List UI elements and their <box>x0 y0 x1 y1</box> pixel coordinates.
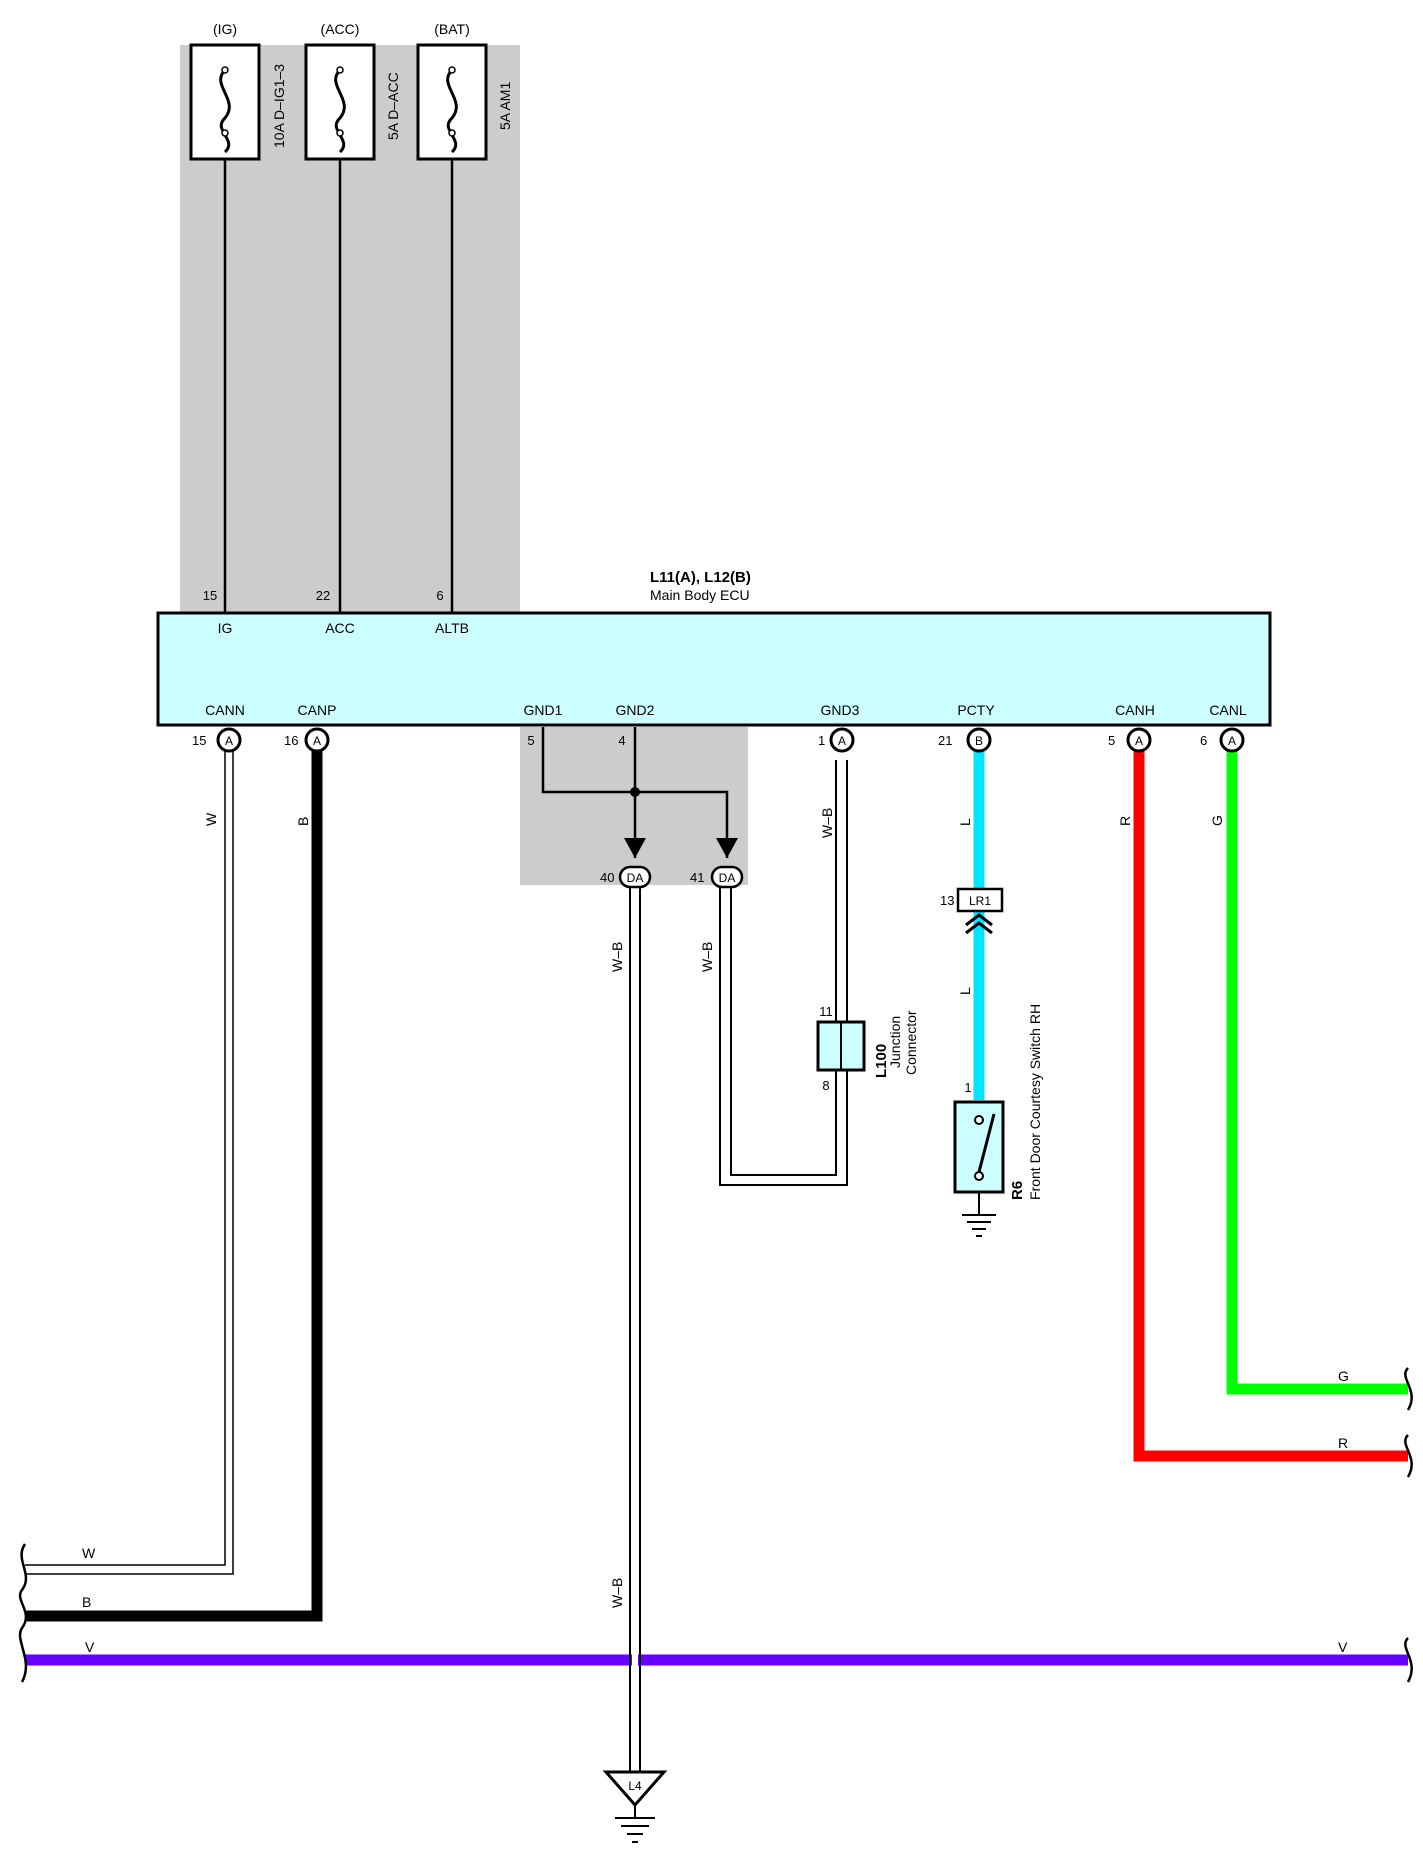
wire-label-w: W <box>82 1545 96 1561</box>
canp-wire <box>25 745 323 1622</box>
ecu-id-label: L11(A), L12(B) <box>650 569 751 586</box>
terminal-pcty: PCTY <box>957 702 995 718</box>
wire-color-label: W–B <box>609 942 625 972</box>
junction-connector-l100: 11 8 L100 Junction Connector <box>816 1004 919 1093</box>
wire-color-label: B <box>295 817 311 826</box>
svg-text:A: A <box>225 734 233 748</box>
svg-text:40: 40 <box>600 870 614 885</box>
terminal-gnd3: GND3 <box>821 702 860 718</box>
svg-text:Connector: Connector <box>903 1010 919 1075</box>
pin-number-acc: 22 <box>316 588 330 603</box>
pin-number-altb: 6 <box>436 588 443 603</box>
terminal-acc: ACC <box>325 620 355 636</box>
svg-text:21: 21 <box>938 733 952 748</box>
svg-text:11: 11 <box>819 1004 833 1019</box>
fuse-rating-label: 10A D–IG1–3 <box>271 64 287 148</box>
svg-text:41: 41 <box>690 870 704 885</box>
pin-number-gnd2: 4 <box>618 733 625 748</box>
wire-label-v-left: V <box>85 1639 95 1655</box>
continuation-marks <box>18 1367 1413 1683</box>
terminal-cann: CANN <box>205 702 245 718</box>
svg-text:8: 8 <box>822 1078 829 1093</box>
canh-wire <box>1133 745 1408 1462</box>
wire-label-b: B <box>82 1594 91 1610</box>
fuse-rating-label: 5A AM1 <box>497 82 513 130</box>
svg-text:15: 15 <box>192 733 206 748</box>
main-body-ecu-box <box>156 611 1272 727</box>
pin-connector-canh: 5 A <box>1108 727 1152 753</box>
ground-l4: L4 <box>602 1770 668 1843</box>
ecu-name-label: Main Body ECU <box>650 587 750 603</box>
terminal-canh: CANH <box>1115 702 1155 718</box>
pin-connector-canp: 16 A <box>284 727 330 753</box>
svg-text:LR1: LR1 <box>969 894 991 908</box>
wire-color-label: L <box>957 987 973 995</box>
svg-text:Front Door Courtesy Switch RH: Front Door Courtesy Switch RH <box>1027 1004 1043 1200</box>
pin-connector-pcty: 21 B <box>938 727 992 753</box>
svg-text:L4: L4 <box>628 1779 642 1793</box>
svg-text:A: A <box>313 734 321 748</box>
pin-number-ig: 15 <box>203 588 217 603</box>
svg-text:1: 1 <box>818 733 825 748</box>
terminal-altb: ALTB <box>435 620 469 636</box>
wire-color-label: G <box>1209 815 1225 826</box>
fuse-icon <box>334 68 346 154</box>
svg-text:1: 1 <box>964 1080 971 1095</box>
fuse-acc: (ACC) 5A D–ACC <box>304 21 401 161</box>
wire-label-r: R <box>1338 1435 1348 1451</box>
terminal-ig: IG <box>218 620 233 636</box>
svg-text:A: A <box>1228 734 1236 748</box>
fuse-source-label: (ACC) <box>321 21 360 37</box>
pin-connector-canl: 6 A <box>1200 727 1245 753</box>
fuse-icon <box>446 68 458 154</box>
wire-color-label: W–B <box>819 808 835 838</box>
svg-text:L100: L100 <box>873 1044 890 1078</box>
cann-wire <box>25 750 226 1566</box>
terminal-canp: CANP <box>298 702 337 718</box>
switch-r6: 1 R6 Front Door Courtesy Switch RH <box>953 1004 1043 1237</box>
svg-text:Junction: Junction <box>887 1016 903 1068</box>
wire-color-label: W <box>203 812 219 826</box>
wire-label-g: G <box>1338 1368 1349 1384</box>
fuse-source-label: (IG) <box>213 21 237 37</box>
svg-text:DA: DA <box>719 871 736 885</box>
connector-lr1: 13 LR1 <box>940 887 1004 935</box>
pin-number-gnd1: 5 <box>527 733 534 748</box>
wire-color-label: W–B <box>699 942 715 972</box>
connector-da-40: 40 DA <box>600 865 652 889</box>
wire-label-v-right: V <box>1338 1639 1348 1655</box>
splice-point <box>630 787 640 797</box>
terminal-canl: CANL <box>1209 702 1247 718</box>
fuse-source-label: (BAT) <box>434 21 470 37</box>
connector-da-41: 41 DA <box>690 865 744 889</box>
wire-color-label: R <box>1117 816 1133 826</box>
fuse-bat: (BAT) 5A AM1 <box>416 21 513 161</box>
terminal-gnd1: GND1 <box>524 702 563 718</box>
svg-text:13: 13 <box>940 893 954 908</box>
terminal-gnd2: GND2 <box>616 702 655 718</box>
fuse-rating-label: 5A D–ACC <box>385 72 401 140</box>
svg-text:R6: R6 <box>1009 1181 1026 1200</box>
svg-text:6: 6 <box>1200 733 1207 748</box>
fuse-icon <box>219 68 231 154</box>
wire-color-label: W–B <box>609 1578 625 1608</box>
svg-text:5: 5 <box>1108 733 1115 748</box>
svg-text:16: 16 <box>284 733 298 748</box>
svg-text:B: B <box>975 734 983 748</box>
svg-text:A: A <box>1135 734 1143 748</box>
switch-icon <box>977 1113 996 1173</box>
pin-connector-cann: 15 A <box>192 727 242 753</box>
pin-connector-gnd3: 1 A <box>818 727 855 753</box>
canl-wire <box>1226 745 1408 1395</box>
svg-text:A: A <box>838 734 846 748</box>
svg-text:DA: DA <box>627 871 644 885</box>
wb-wire-da41 <box>719 760 848 1186</box>
fuse-ig: (IG) 10A D–IG1–3 <box>189 21 287 161</box>
wire-color-label: L <box>957 818 973 826</box>
